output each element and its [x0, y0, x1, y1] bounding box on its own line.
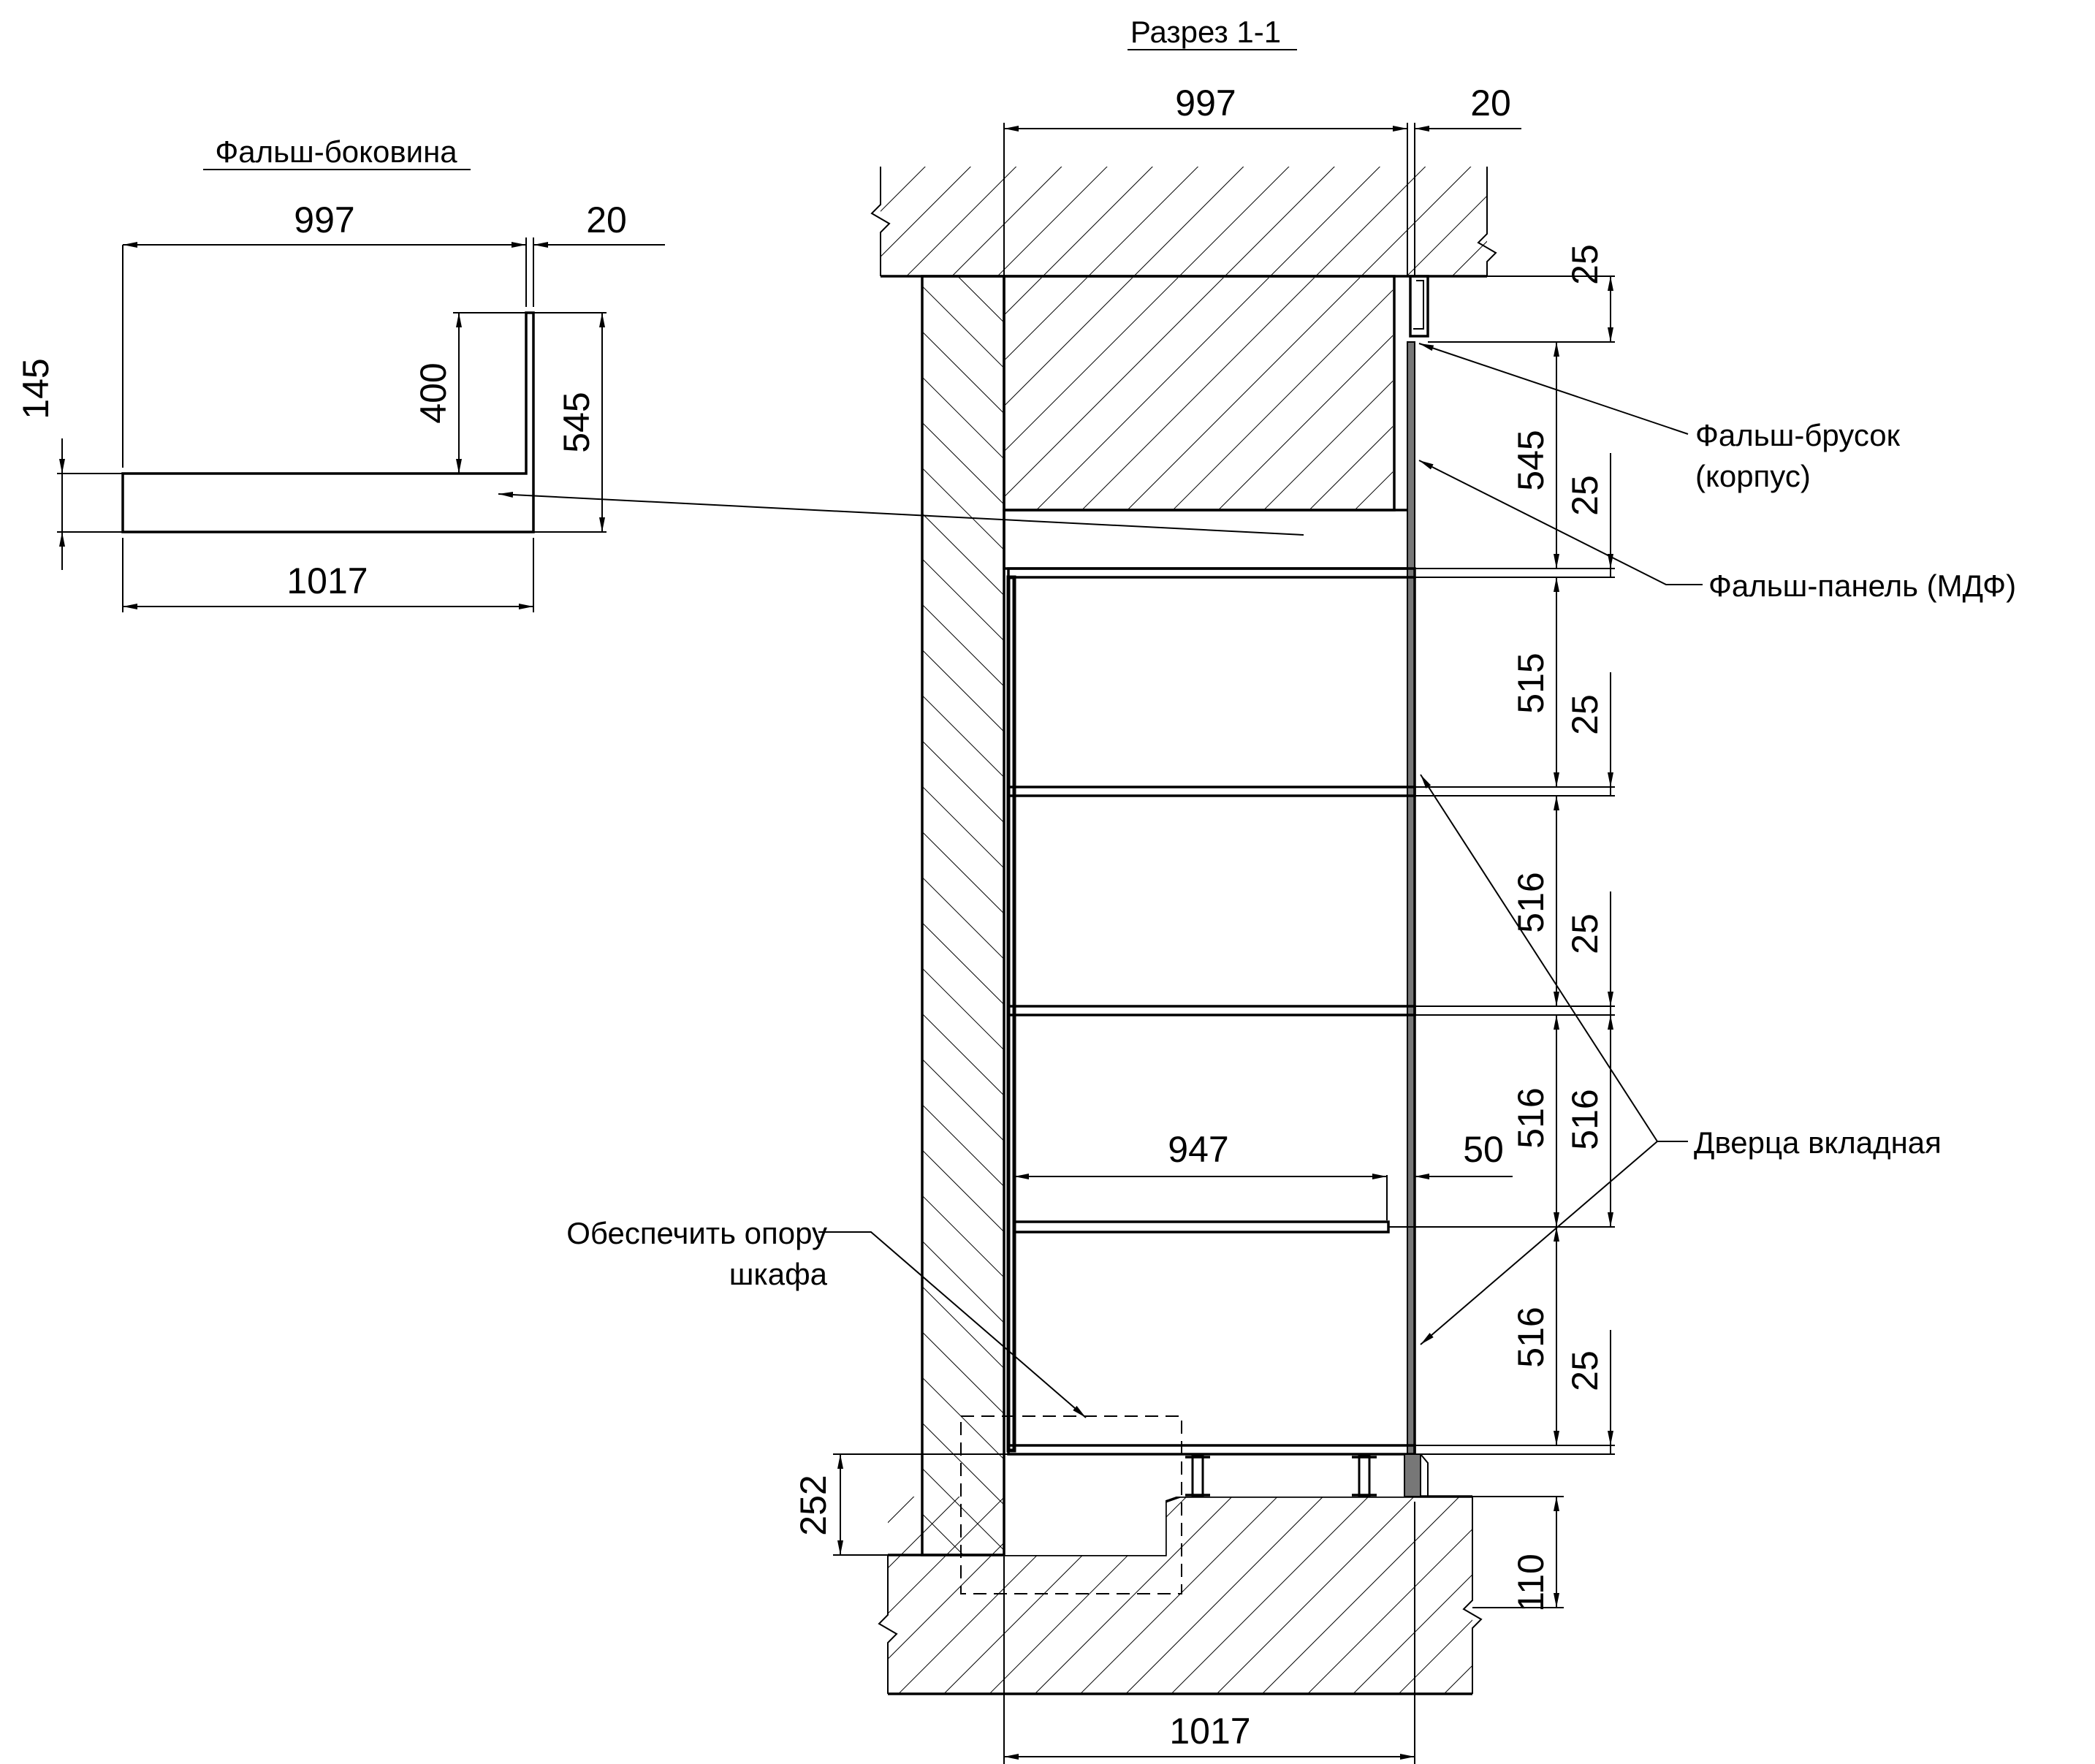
- dim-145-text: 145: [15, 358, 56, 419]
- cabinet-shelf-1: [1007, 786, 1416, 797]
- dim-516-c-text: 516: [1510, 1307, 1551, 1367]
- leader-false-bar: [1418, 343, 1689, 435]
- cabinet-shelf-2: [1007, 1005, 1416, 1016]
- cabinet-legs: [1185, 1453, 1429, 1498]
- upper-filler-block: [1004, 278, 1393, 510]
- dim-400-text: 400: [413, 362, 454, 423]
- label-false-bar-2: (корпус): [1695, 459, 1811, 493]
- dim-20-section-text: 20: [1470, 83, 1511, 123]
- ceiling-slab: [881, 167, 1487, 276]
- dim-110-text: 110: [1510, 1554, 1551, 1612]
- label-false-panel: Фальш-панель (МДФ): [1708, 569, 2016, 603]
- dim-25-a-text: 25: [1564, 244, 1605, 285]
- dim-515-text: 515: [1510, 653, 1551, 713]
- dim-25-e-text: 25: [1564, 1350, 1605, 1391]
- label-support-2: шкафа: [729, 1257, 828, 1291]
- left-wall: [922, 276, 1004, 1555]
- dim-947-text: 947: [1168, 1129, 1228, 1170]
- break-line-left-top: [870, 167, 891, 276]
- leader-false-panel: [1418, 460, 1703, 585]
- leader-inset-door-upper: [1420, 774, 1688, 1142]
- leader-inset-door-lower: [1420, 1141, 1658, 1345]
- cabinet-shelf-movable: [1013, 1220, 1390, 1233]
- dim-25-d-text: 25: [1564, 913, 1605, 954]
- dim-25-b-text: 25: [1564, 475, 1605, 516]
- section-title: Разрез 1-1: [1130, 15, 1281, 49]
- false-side-title: Фальш-боковина: [215, 134, 457, 169]
- break-line-left-bottom: [878, 1555, 898, 1694]
- dim-25-c-text: 25: [1564, 694, 1605, 735]
- false-bar-inner: [1413, 280, 1424, 330]
- right-dimension-chains: [1388, 275, 1615, 1608]
- dim-516-a-text: 516: [1510, 872, 1551, 932]
- dim-545-text: 545: [556, 392, 597, 452]
- label-inset-door: Дверца вкладная: [1694, 1125, 1942, 1160]
- false-side-view: Фальш-боковина 997 20 145 400 545 1017: [15, 134, 665, 612]
- false-side-outline: [121, 311, 535, 533]
- cabinet-bottom-panel: [1007, 1444, 1416, 1456]
- dim-997-section-text: 997: [1175, 83, 1236, 123]
- plinth-void: [1005, 1454, 1166, 1555]
- left-wall-outline: [921, 275, 1005, 1556]
- label-false-bar-1: Фальш-брусок: [1695, 418, 1901, 452]
- leader-support: [818, 1231, 1087, 1418]
- dim-997-top-text: 997: [294, 199, 354, 240]
- break-line-right-top: [1477, 167, 1497, 276]
- dim-20-top-text: 20: [586, 199, 627, 240]
- dim-252-text: 252: [793, 1475, 834, 1535]
- dim-50-text: 50: [1463, 1129, 1504, 1170]
- dim-516-b-text: 516: [1510, 1087, 1551, 1148]
- leader-false-side: [498, 492, 1304, 536]
- section-1-1: Разрез 1-1: [498, 15, 2016, 1764]
- cabinet-top-panel: [1007, 567, 1416, 579]
- plinth-void-2: [1166, 1454, 1414, 1497]
- label-support-1: Обеспечить опору: [566, 1216, 827, 1250]
- dim-545-section-text: 545: [1510, 430, 1551, 490]
- break-line-right-bottom: [1462, 1497, 1483, 1694]
- dim-1017-section-text: 1017: [1169, 1711, 1250, 1752]
- false-bar-profile: [1409, 275, 1429, 338]
- dim-516-d-text: 516: [1564, 1089, 1605, 1149]
- false-side-bottom-panel: [1003, 509, 1412, 570]
- support-zone: [960, 1415, 1182, 1594]
- dim-1017-left-text: 1017: [286, 560, 368, 601]
